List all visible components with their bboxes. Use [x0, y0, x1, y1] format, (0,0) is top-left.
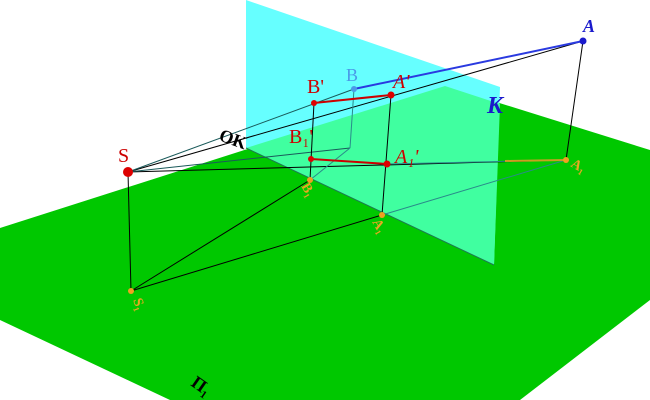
- point-b1-prime: [308, 156, 314, 162]
- point-a1-prime: [383, 160, 391, 168]
- label-a1: A₁: [568, 156, 588, 176]
- point-a1-ground: [379, 212, 385, 218]
- segment-a-prime-b-prime: [313, 94, 392, 104]
- label-b-prime: B': [307, 76, 324, 98]
- label-a-prime: A': [391, 71, 410, 93]
- point-b-prime: [311, 100, 317, 106]
- line-ab: [353, 40, 584, 90]
- point-b: [351, 86, 357, 92]
- label-b1-prime: B₁': [289, 126, 313, 148]
- point-s1: [128, 288, 134, 294]
- label-a: A: [582, 16, 595, 36]
- point-a1: [563, 157, 569, 163]
- a1-ground-segment: [504, 159, 567, 162]
- picture-plane-k-lower: [246, 86, 500, 265]
- label-plane-k: K: [486, 93, 505, 119]
- point-a-prime: [387, 91, 395, 99]
- segment-a1-prime-b1-prime: [310, 158, 388, 165]
- label-s: S: [118, 145, 129, 167]
- label-a1-prime: A₁': [393, 146, 419, 168]
- label-s1: S₁: [129, 296, 147, 312]
- point-s: [123, 167, 133, 177]
- projection-lines: [127, 40, 584, 292]
- label-b1: B₁: [298, 181, 318, 200]
- label-b: B: [346, 65, 358, 85]
- point-a: [579, 37, 587, 45]
- point-b1: [307, 177, 313, 183]
- label-a1-ground: A₁: [369, 217, 389, 237]
